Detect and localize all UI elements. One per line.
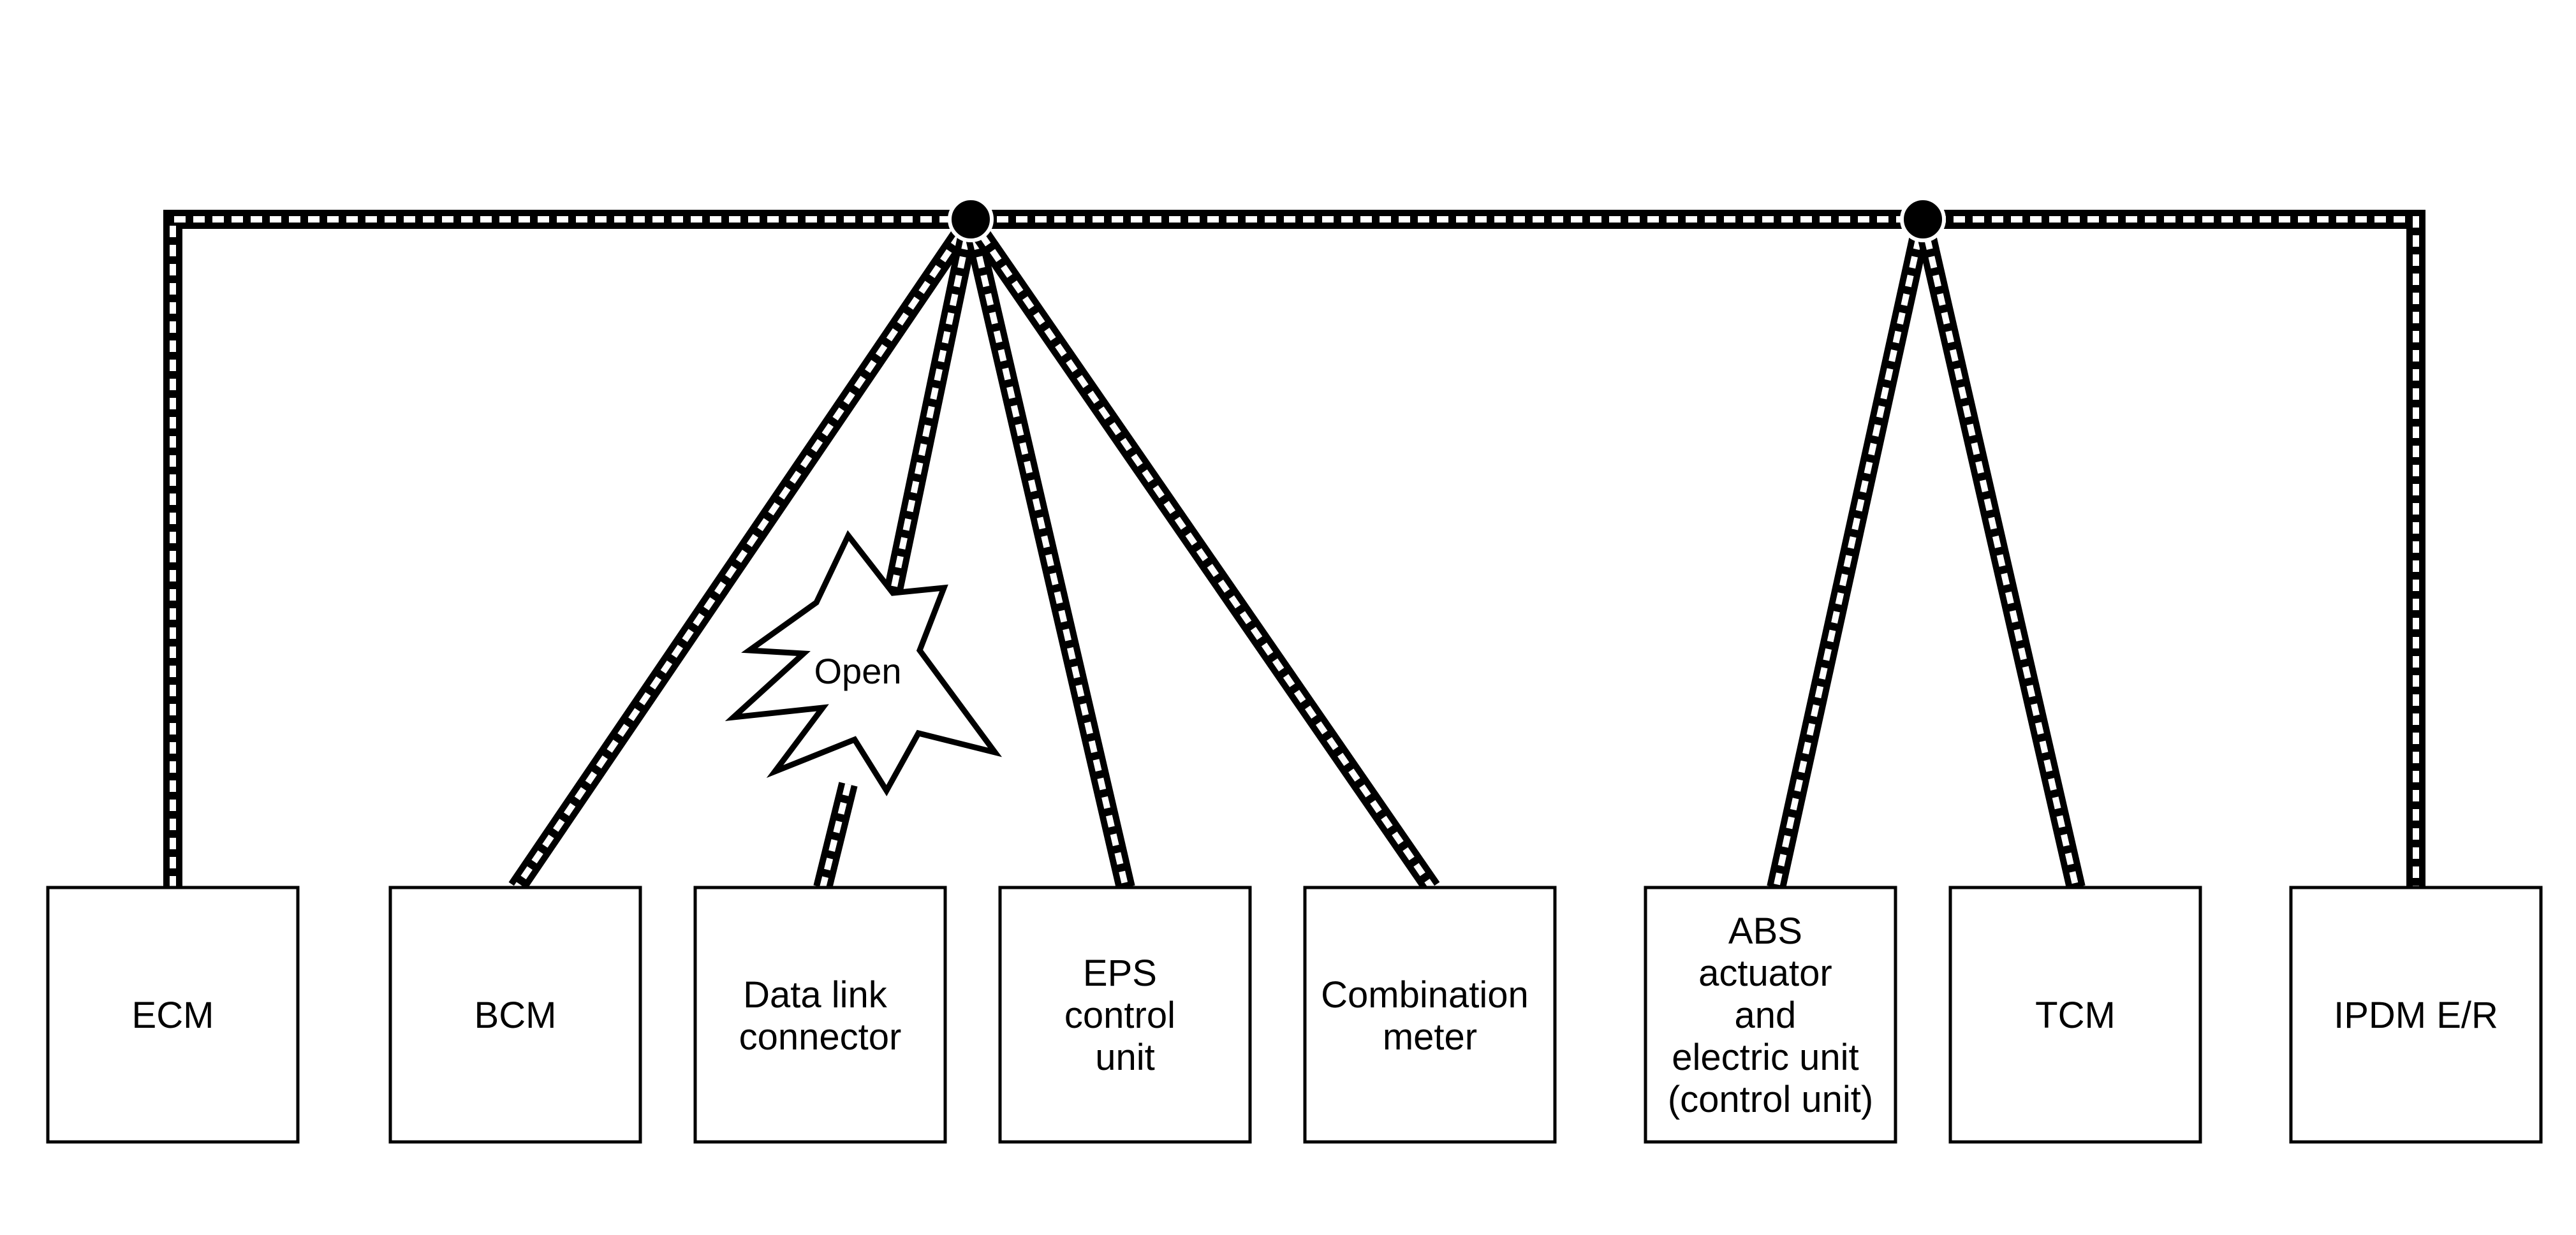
unit-label-line: control (1064, 995, 1175, 1036)
unit-box (1644, 886, 1897, 1144)
unit-box (388, 886, 642, 1144)
unit-label-line: connector (739, 1016, 902, 1058)
unit-box (46, 886, 300, 1144)
splice-point-1 (948, 196, 994, 242)
unit-bcm: BCM (388, 886, 642, 1144)
unit-label: ECM (132, 995, 214, 1036)
unit-box (998, 886, 1252, 1144)
unit-label: Data link connector (739, 974, 902, 1058)
unit-box (1948, 886, 2202, 1144)
unit-label-line: ECM (132, 995, 214, 1036)
can-branch-data-link-connector-upper (883, 217, 980, 596)
unit-eps-control-unit: EPS control unit (998, 886, 1252, 1144)
unit-label-line: (control unit) (1668, 1079, 1873, 1120)
unit-label-line: TCM (2035, 995, 2116, 1036)
unit-label-line: Combination (1321, 974, 1529, 1016)
unit-label: Combination meter (1321, 974, 1539, 1058)
unit-label-line: meter (1383, 1016, 1477, 1058)
open-burst-icon (725, 530, 1003, 796)
open-circuit-marker: Open (725, 530, 1003, 796)
unit-label-line: unit (1095, 1037, 1155, 1078)
can-branch-data-link-connector-lower (813, 782, 858, 890)
unit-label-line: and (1735, 995, 1797, 1036)
unit-label: IPDM E/R (2334, 995, 2498, 1036)
unit-box (1303, 886, 1557, 1144)
splice-point-2 (1900, 196, 1946, 242)
unit-data-link-connector: Data link connector (693, 886, 947, 1144)
can-branch-abs (1767, 217, 1932, 890)
unit-label: TCM (2035, 995, 2116, 1036)
can-branch-combination-meter (962, 214, 1440, 893)
unit-label: EPS control unit (1064, 953, 1186, 1078)
unit-label: ABS actuator and electric unit (control … (1668, 910, 1873, 1120)
unit-label-line: actuator (1698, 953, 1832, 994)
unit-tcm: TCM (1948, 886, 2202, 1144)
unit-label-line: BCM (475, 995, 557, 1036)
control-units: ECM BCM Data link connector EPS control … (46, 886, 2543, 1144)
can-bus-wiring (163, 210, 2425, 893)
unit-label-line: electric unit (1672, 1037, 1858, 1078)
unit-label-line: ABS (1728, 910, 1802, 952)
unit-ecm: ECM (46, 886, 300, 1144)
unit-label-line: Data link (743, 974, 888, 1016)
unit-box (693, 886, 947, 1144)
unit-label-line: IPDM E/R (2334, 995, 2498, 1036)
open-label: Open (814, 651, 902, 691)
unit-label: BCM (475, 995, 557, 1036)
unit-box (2289, 886, 2543, 1144)
unit-combination-meter: Combination meter (1303, 886, 1557, 1144)
unit-abs-actuator: ABS actuator and electric unit (control … (1644, 886, 1897, 1144)
can-branch-bcm (508, 214, 979, 893)
can-branch-tcm (1913, 217, 2086, 890)
can-main-bus (163, 210, 2425, 888)
can-branch-eps (961, 217, 1135, 890)
unit-ipdm-er: IPDM E/R (2289, 886, 2543, 1144)
unit-label-line: EPS (1083, 953, 1157, 994)
